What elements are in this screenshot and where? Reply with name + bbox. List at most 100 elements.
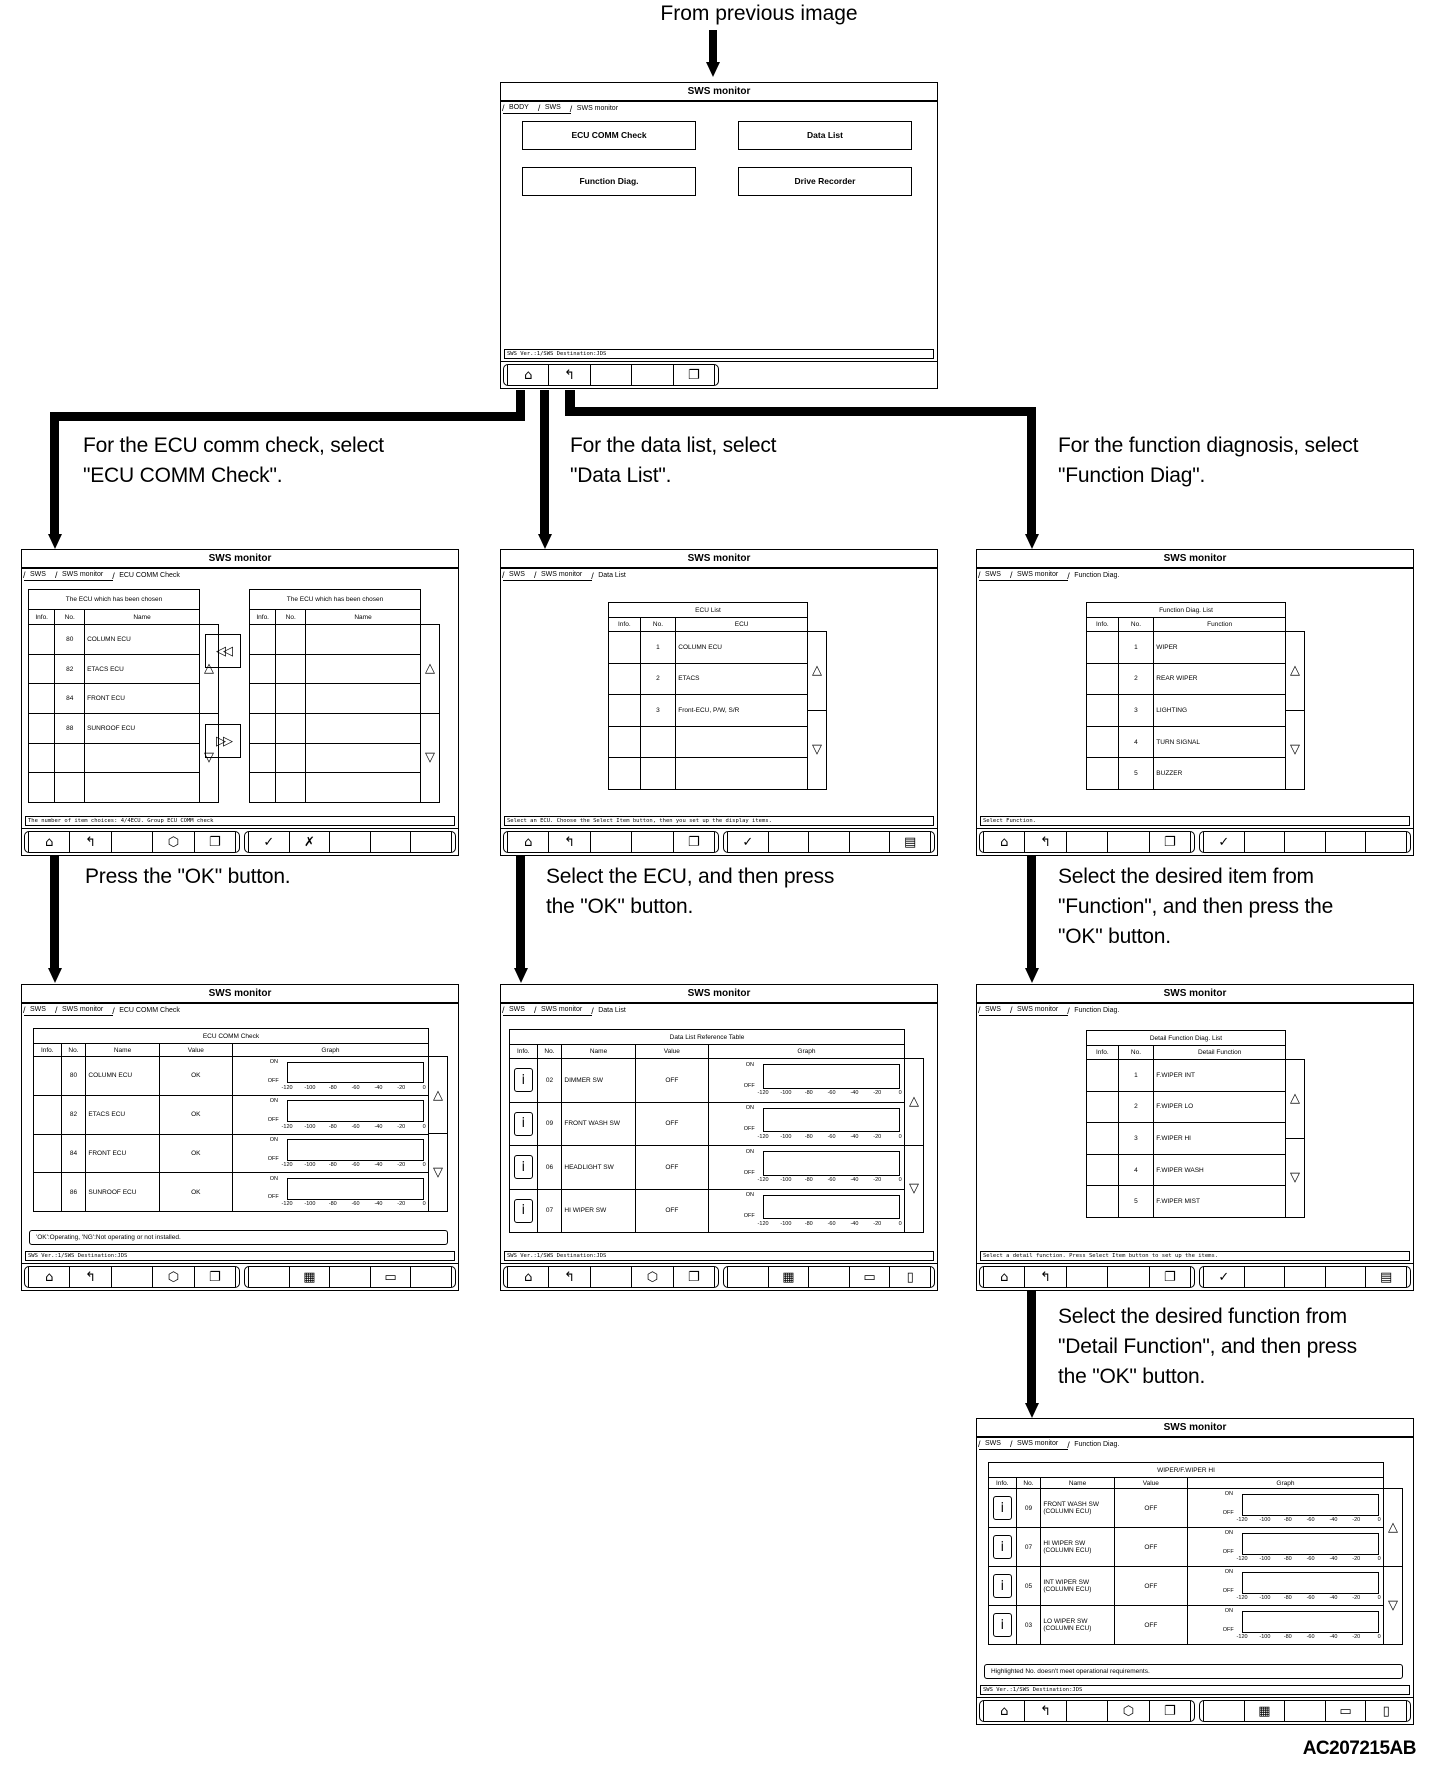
- empty-toolbar-button[interactable]: [110, 832, 152, 852]
- function-diag-button[interactable]: Function Diag.: [522, 167, 696, 196]
- home-button[interactable]: ⌂: [28, 832, 69, 852]
- breadcrumb-item-sws[interactable]: SWS: [978, 570, 1011, 581]
- info-button[interactable]: i: [513, 1111, 533, 1136]
- scroll-up-button[interactable]: △: [421, 625, 439, 714]
- back-button[interactable]: ↰: [1024, 1267, 1065, 1287]
- table-row[interactable]: [249, 773, 421, 804]
- breadcrumb-item-sws-monitor[interactable]: SWS monitor: [1010, 570, 1069, 581]
- breadcrumb-item-body[interactable]: BODY: [502, 103, 539, 114]
- scroll-down-button[interactable]: ▽: [1286, 711, 1304, 790]
- table-row[interactable]: [28, 773, 200, 804]
- check-button[interactable]: ✓: [727, 832, 768, 852]
- scrollbar[interactable]: △▽: [808, 631, 827, 790]
- drive-recorder-button[interactable]: Drive Recorder: [738, 167, 912, 196]
- scroll-down-button[interactable]: ▽: [905, 1146, 923, 1233]
- copy-button[interactable]: ❐: [1148, 1267, 1192, 1287]
- scroll-up-button[interactable]: △: [1286, 632, 1304, 711]
- empty-toolbar-button[interactable]: [767, 832, 809, 852]
- copy-button[interactable]: ❐: [1148, 832, 1192, 852]
- empty-toolbar-button[interactable]: [1203, 1701, 1244, 1721]
- copy-button[interactable]: ❐: [672, 832, 716, 852]
- select-item-button[interactable]: ▤: [889, 832, 931, 852]
- breadcrumb-item-sws-monitor[interactable]: SWS monitor: [55, 570, 114, 581]
- scroll-up-button[interactable]: △: [1286, 1060, 1304, 1139]
- table-button[interactable]: ▦: [288, 1267, 330, 1287]
- ecu-comm-check-button[interactable]: ECU COMM Check: [522, 121, 696, 150]
- empty-toolbar-button[interactable]: [589, 832, 631, 852]
- graph-button[interactable]: ▭: [848, 1267, 890, 1287]
- graph-button[interactable]: ▭: [369, 1267, 411, 1287]
- back-button[interactable]: ↰: [1024, 1701, 1065, 1721]
- back-button[interactable]: ↰: [69, 1267, 110, 1287]
- breadcrumb-item-sws-monitor[interactable]: SWS monitor: [1010, 1005, 1069, 1016]
- table-row[interactable]: [249, 714, 421, 744]
- scrollbar[interactable]: △▽: [421, 624, 440, 804]
- scrollbar[interactable]: △▽: [1286, 1059, 1305, 1218]
- back-button[interactable]: ↰: [548, 365, 589, 385]
- check-button[interactable]: ✓: [248, 832, 289, 852]
- select-item-button[interactable]: ▤: [1365, 1267, 1407, 1287]
- cube-button[interactable]: ⬡: [152, 1267, 193, 1287]
- scroll-up-button[interactable]: △: [808, 632, 826, 711]
- scrollbar[interactable]: △▽: [429, 1056, 448, 1212]
- info-button[interactable]: i: [513, 1155, 533, 1180]
- empty-toolbar-button[interactable]: [329, 832, 370, 852]
- table-button[interactable]: ▦: [1243, 1701, 1285, 1721]
- empty-toolbar-button[interactable]: [369, 832, 411, 852]
- empty-toolbar-button[interactable]: [1324, 1267, 1366, 1287]
- home-button[interactable]: ⌂: [983, 1267, 1024, 1287]
- empty-toolbar-button[interactable]: [808, 1267, 849, 1287]
- table-row[interactable]: [28, 743, 200, 774]
- move-right-button[interactable]: ▷▷: [205, 724, 241, 758]
- check-button[interactable]: ✓: [1203, 1267, 1244, 1287]
- table-row[interactable]: [249, 654, 421, 685]
- empty-toolbar-button[interactable]: [110, 1267, 152, 1287]
- empty-toolbar-button[interactable]: [1107, 1267, 1148, 1287]
- info-button[interactable]: i: [992, 1613, 1012, 1637]
- info-button[interactable]: i: [992, 1574, 1012, 1598]
- breadcrumb-item-sws[interactable]: SWS: [23, 570, 56, 581]
- info-button[interactable]: i: [513, 1068, 533, 1093]
- cube-button[interactable]: ⬡: [152, 832, 193, 852]
- empty-toolbar-button[interactable]: [1065, 1267, 1107, 1287]
- back-button[interactable]: ↰: [548, 832, 589, 852]
- scroll-down-button[interactable]: ▽: [808, 711, 826, 790]
- copy-button[interactable]: ❐: [672, 1267, 716, 1287]
- empty-toolbar-button[interactable]: [631, 365, 672, 385]
- breadcrumb-item-sws[interactable]: SWS: [978, 1439, 1011, 1450]
- table-button[interactable]: ▦: [767, 1267, 809, 1287]
- empty-toolbar-button[interactable]: [1284, 832, 1325, 852]
- breadcrumb-item-sws-monitor[interactable]: SWS monitor: [55, 1005, 114, 1016]
- breadcrumb-item-sws[interactable]: SWS: [502, 1005, 535, 1016]
- breadcrumb-item-sws-monitor[interactable]: SWS monitor: [534, 1005, 593, 1016]
- copy-button[interactable]: ❐: [193, 1267, 237, 1287]
- breadcrumb-item-sws[interactable]: SWS: [502, 570, 535, 581]
- move-left-button[interactable]: ◁◁: [205, 634, 241, 668]
- breadcrumb-item-sws[interactable]: SWS: [978, 1005, 1011, 1016]
- empty-toolbar-button[interactable]: [1324, 832, 1366, 852]
- home-button[interactable]: ⌂: [28, 1267, 69, 1287]
- scroll-up-button[interactable]: △: [1384, 1489, 1402, 1567]
- empty-toolbar-button[interactable]: [631, 832, 672, 852]
- scrollbar[interactable]: △▽: [1384, 1488, 1403, 1645]
- home-button[interactable]: ⌂: [983, 1701, 1024, 1721]
- table-row[interactable]: [249, 625, 421, 655]
